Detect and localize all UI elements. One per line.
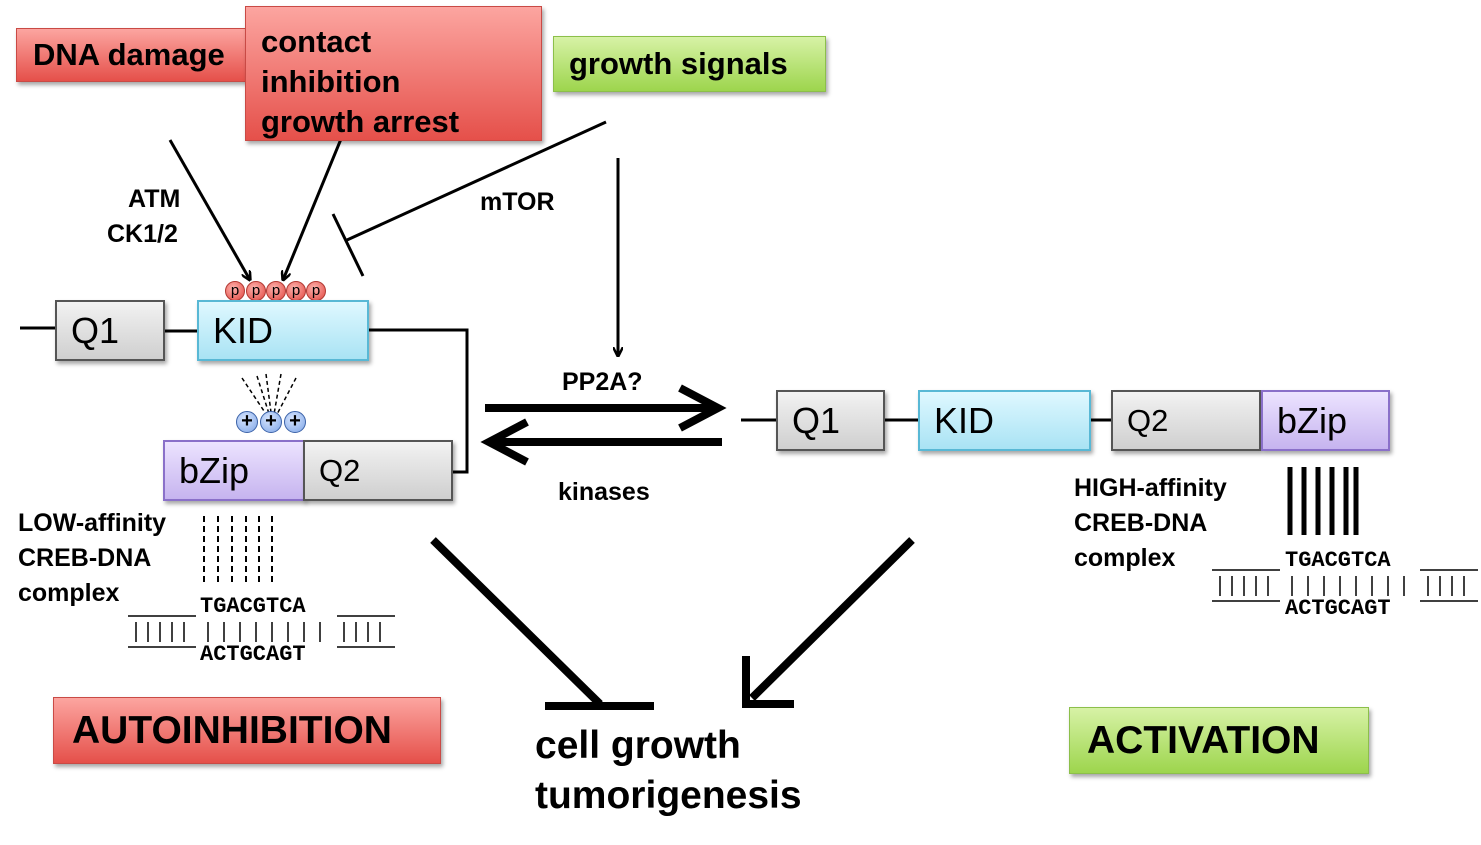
dna-bottom-left: ACTGCAGT xyxy=(200,642,306,667)
mtor-inhibit-line xyxy=(346,120,607,242)
inactive-kid-domain: KID xyxy=(197,300,369,361)
positive-charge: + xyxy=(236,411,258,433)
contact-inhibition-box: contact inhibition growth arrest xyxy=(245,6,542,141)
low-complex-label: complex xyxy=(18,579,120,607)
positive-charge: + xyxy=(284,411,306,433)
phosphate-circle: p xyxy=(225,281,245,301)
activation-arrow xyxy=(749,537,915,701)
kinases-label: kinases xyxy=(558,478,650,506)
atm-arrow xyxy=(168,139,250,280)
active-q2-label: Q2 xyxy=(1127,402,1169,438)
low-affinity-dashes xyxy=(203,516,273,582)
dna-top-right: TGACGTCA xyxy=(1285,548,1391,573)
cell-growth-label: cell growth xyxy=(535,724,741,767)
growth-signals-label: growth signals xyxy=(569,46,788,81)
inhibition-line: inhibition xyxy=(261,64,401,99)
growth-signals-box: growth signals xyxy=(553,36,826,92)
inactive-kid-label: KID xyxy=(213,309,274,351)
phosphate-circle: p xyxy=(266,281,286,301)
inactive-q2-domain: Q2 xyxy=(303,440,453,501)
dna-bottom-right: ACTGCAGT xyxy=(1285,596,1391,621)
active-q1-domain: Q1 xyxy=(776,390,885,451)
activation-label: ACTIVATION xyxy=(1087,718,1320,762)
phosphate-circle: p xyxy=(286,281,306,301)
inactive-q1-domain: Q1 xyxy=(55,300,165,361)
contact-arrow xyxy=(283,121,350,280)
active-kid-domain: KID xyxy=(918,390,1091,451)
dna-damage-box: DNA damage xyxy=(16,28,249,82)
tumorigenesis-label: tumorigenesis xyxy=(535,774,802,817)
reverse-arrowhead xyxy=(480,418,529,466)
dna-duplex-right xyxy=(1212,569,1478,602)
dna-top-left: TGACGTCA xyxy=(200,594,306,619)
active-bzip-label: bZip xyxy=(1277,399,1348,441)
pp2a-label: PP2A? xyxy=(562,368,643,396)
phosphate-circle: p xyxy=(246,281,266,301)
high-complex-label: complex xyxy=(1074,544,1176,572)
high-creb-dna-label: CREB-DNA xyxy=(1074,509,1208,537)
phosphate-circle: p xyxy=(306,281,326,301)
active-q2-domain: Q2 xyxy=(1111,390,1261,451)
active-kid-label: KID xyxy=(934,399,995,441)
atm-label: ATM xyxy=(128,185,181,213)
active-bzip-domain: bZip xyxy=(1261,390,1390,451)
inactive-q1-label: Q1 xyxy=(71,309,120,351)
inactive-q2-label: Q2 xyxy=(319,452,361,488)
mtor-inhibit-bar xyxy=(331,213,365,277)
autoinhibition-label: AUTOINHIBITION xyxy=(72,708,392,752)
ck-label: CK1/2 xyxy=(107,220,178,248)
backbone-fold-line xyxy=(369,328,469,474)
inactive-bzip-label: bZip xyxy=(179,449,250,491)
high-affinity-label: HIGH-affinity xyxy=(1074,474,1227,502)
high-affinity-bars xyxy=(1287,467,1359,535)
mtor-label: mTOR xyxy=(480,188,555,216)
autoinhibition-box: AUTOINHIBITION xyxy=(53,697,441,764)
low-affinity-label: LOW-affinity xyxy=(18,509,167,537)
low-creb-dna-label: CREB-DNA xyxy=(18,544,152,572)
contact-line: contact xyxy=(261,24,372,59)
dna-duplex-left xyxy=(128,615,395,648)
positive-charge: + xyxy=(260,411,282,433)
autoinhibition-block-line xyxy=(430,537,603,707)
dna-damage-label: DNA damage xyxy=(33,37,225,72)
inactive-bzip-domain: bZip xyxy=(163,440,305,501)
forward-arrowhead xyxy=(678,384,727,432)
active-q1-label: Q1 xyxy=(792,399,841,441)
activation-arrowhead xyxy=(742,656,794,708)
activation-box: ACTIVATION xyxy=(1069,707,1369,774)
growth-arrest-line: growth arrest xyxy=(261,104,460,139)
